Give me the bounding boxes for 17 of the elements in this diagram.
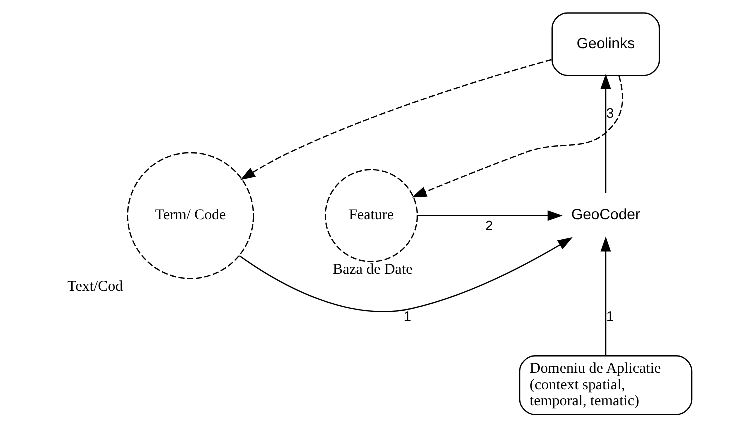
edge-label: 3 xyxy=(606,106,614,121)
node-label: Text/Cod xyxy=(68,278,124,295)
node-box: Domeniu de Aplicatie (context spatial, temporal, tematic) xyxy=(519,356,693,416)
arrow xyxy=(600,236,612,356)
arrow xyxy=(240,59,552,180)
arrow xyxy=(239,237,573,312)
arrow xyxy=(412,76,624,198)
arrow xyxy=(418,210,563,222)
edge-label: 1 xyxy=(404,308,412,324)
edge-label: 2 xyxy=(486,218,494,234)
node-circle: Feature xyxy=(324,169,418,262)
node-label: Baza de Date xyxy=(333,262,413,278)
arrow xyxy=(600,74,612,194)
node-text: GeoCoder xyxy=(571,206,640,224)
node-box: Geolinks xyxy=(552,12,660,76)
edge-label: 1 xyxy=(606,308,614,324)
node-circle: Term/ Code xyxy=(127,152,254,280)
